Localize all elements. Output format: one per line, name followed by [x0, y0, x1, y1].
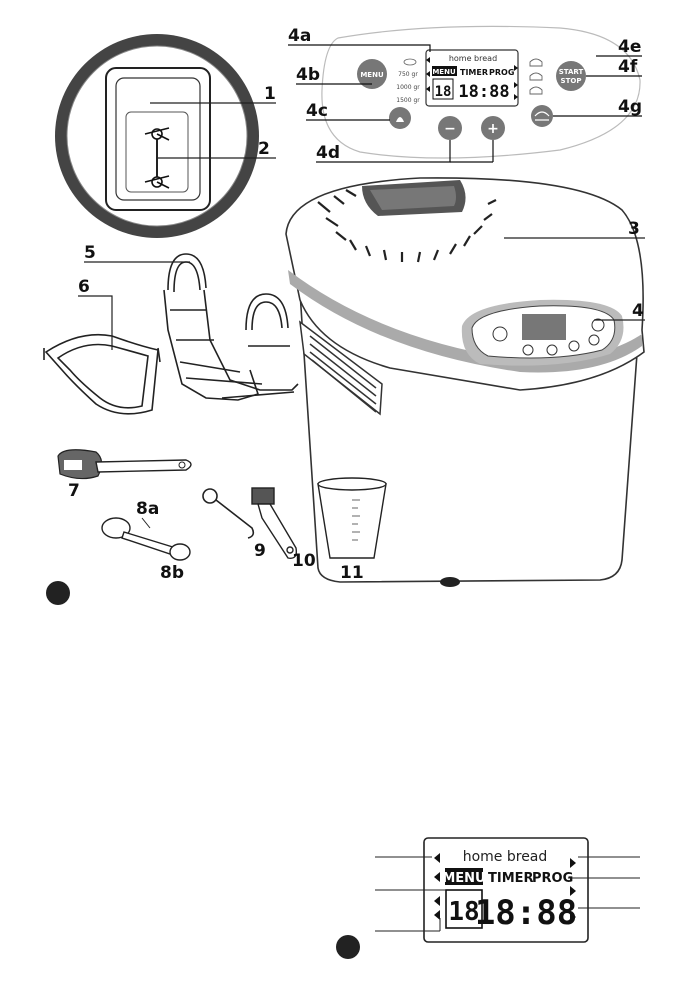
- weight-1500-label: 1500 gr: [396, 97, 420, 104]
- baguette-tray: [44, 335, 160, 414]
- baguette-rack: [164, 254, 298, 400]
- lcd-prog: PROG: [532, 871, 573, 886]
- lcd-display-detail: home bread MENU TIMER PROG 18 18:88: [375, 838, 640, 942]
- callout-4f: 4f: [618, 57, 638, 77]
- panel-prog: PROG: [489, 68, 514, 77]
- hook-tool: [203, 489, 253, 538]
- start-label: START: [559, 68, 584, 76]
- measuring-cup: [318, 478, 386, 558]
- menu-button-label: MENU: [360, 71, 384, 79]
- callout-10: 10: [292, 551, 316, 571]
- control-panel: MENU 750 gr 1000 gr 1500 gr home bread M…: [288, 26, 642, 163]
- lcd-menu-tag: MENU: [442, 871, 485, 886]
- callout-9: 9: [254, 541, 266, 561]
- plus-label: +: [487, 121, 499, 137]
- stop-label: STOP: [561, 77, 582, 85]
- callout-1: 1: [264, 84, 276, 104]
- measuring-spoon: [102, 518, 190, 560]
- minus-label: −: [444, 121, 456, 137]
- callout-4e: 4e: [618, 37, 641, 57]
- callout-4c: 4c: [306, 101, 328, 121]
- callout-4: 4: [632, 301, 644, 321]
- panel-timer: TIMER: [460, 68, 488, 77]
- callout-4b: 4b: [296, 65, 320, 85]
- machine-control-panel: [462, 300, 624, 366]
- callout-7: 7: [68, 481, 80, 501]
- lcd-timer: TIMER: [488, 871, 534, 886]
- panel-brand: home bread: [449, 54, 497, 63]
- panel-menu-tag: MENU: [432, 68, 456, 76]
- bread-pan-view: 1 2: [55, 34, 276, 238]
- weight-1000-label: 1000 gr: [396, 84, 420, 91]
- start-stop-button[interactable]: [556, 61, 586, 91]
- callout-4d: 4d: [316, 143, 340, 163]
- callout-3: 3: [628, 219, 640, 239]
- lcd-time: 18:88: [475, 893, 577, 933]
- figure-marker-1: [46, 581, 70, 605]
- crust-button[interactable]: [531, 105, 553, 127]
- panel-time: 18:88: [458, 82, 509, 102]
- paddle-hook-tool: [58, 450, 191, 479]
- callout-6: 6: [78, 277, 90, 297]
- panel-prog-num: 18: [435, 84, 452, 100]
- callout-8b: 8b: [160, 563, 184, 583]
- lcd-brand: home bread: [463, 849, 548, 865]
- callout-4g: 4g: [618, 97, 642, 117]
- callout-4a: 4a: [288, 26, 311, 46]
- callout-2: 2: [258, 139, 270, 159]
- figure-marker-2: [336, 935, 360, 959]
- callout-5: 5: [84, 243, 96, 263]
- callout-11: 11: [340, 563, 364, 583]
- weight-750-label: 750 gr: [398, 71, 418, 78]
- callout-8a: 8a: [136, 499, 159, 519]
